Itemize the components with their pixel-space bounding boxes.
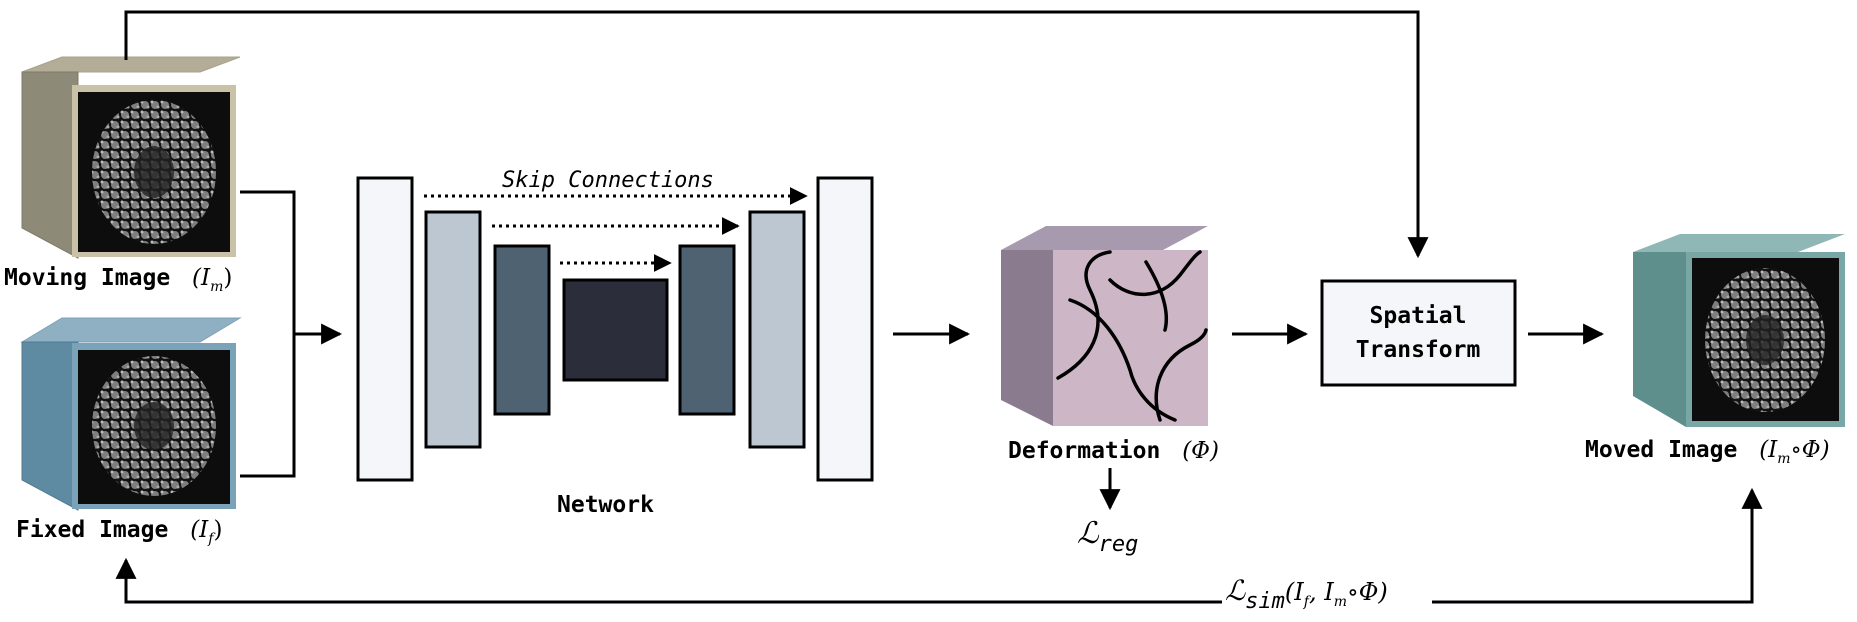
deformation-cube-top	[1001, 226, 1208, 250]
moved-image-symbol: (I	[1759, 437, 1778, 463]
sim-loss-args-mid: , I	[1309, 578, 1334, 606]
network-label: Network	[557, 492, 654, 518]
network-decoder-block-2	[748, 210, 806, 449]
network-encoder-block-1	[356, 176, 414, 482]
spatial-transform-rect	[1320, 279, 1517, 387]
input-bracket	[240, 190, 296, 478]
fixed-image-close: )	[213, 517, 222, 543]
spatial-transform-line1: Spatial	[1370, 303, 1467, 329]
fixed-cube-side	[21, 341, 79, 511]
network-decoder-block-3	[678, 244, 736, 416]
network: Skip Connections Network	[356, 168, 874, 518]
deformation-cube	[1001, 226, 1208, 426]
moving-image-symbol: (I	[192, 265, 211, 291]
moving-image-close: )	[223, 265, 232, 291]
moved-image-label: Moved Image (Im∘Φ)	[1585, 437, 1830, 467]
deformation-field-icon	[1056, 250, 1208, 422]
network-decoder-block-1	[816, 176, 874, 482]
similarity-loss-line-right	[1432, 487, 1763, 604]
sim-loss-args-open: (I	[1285, 578, 1304, 606]
moving-image-cube	[21, 56, 241, 259]
sim-loss-label: ℒsim(If, Im∘Φ)	[1225, 574, 1388, 614]
deformation-label: Deformation (Φ)	[1008, 438, 1219, 464]
deformation-cube-side	[1001, 250, 1053, 426]
moved-image-cube	[1633, 234, 1845, 427]
fixed-image-label: Fixed Image (If)	[16, 517, 222, 547]
fixed-image-text: Fixed Image	[16, 517, 168, 543]
reg-loss-symbol: ℒ	[1077, 516, 1100, 551]
moved-image-subscript: m	[1777, 451, 1790, 467]
moved-image-op: ∘Φ)	[1791, 437, 1830, 463]
reg-loss-label: ℒreg	[1077, 516, 1138, 557]
network-encoder-block-3	[493, 244, 551, 416]
fixed-cube-top	[20, 317, 242, 343]
similarity-loss-line-left	[115, 557, 1222, 604]
moving-image-label: Moving Image (Im)	[4, 265, 232, 295]
fixed-image-cube	[20, 317, 242, 511]
moving-image-text: Moving Image	[4, 265, 170, 291]
moving-to-transform-line	[124, 10, 1429, 259]
sim-loss-args-close: ∘Φ)	[1347, 578, 1388, 606]
network-bottleneck	[562, 278, 669, 382]
moved-cube-side	[1633, 252, 1686, 427]
fixed-image-subscript: f	[207, 531, 216, 547]
deformation-symbol: (Φ)	[1182, 438, 1219, 464]
spatial-transform-line2: Transform	[1356, 337, 1481, 363]
reg-loss-subscript: reg	[1099, 532, 1139, 557]
deformation-text: Deformation	[1008, 438, 1160, 464]
moving-cube-side	[21, 71, 79, 259]
spatial-transform-box: Spatial Transform	[1320, 279, 1517, 387]
moved-cube-top	[1633, 234, 1845, 252]
skip-connections-label: Skip Connections	[502, 168, 714, 193]
moved-brain-ventricle	[1746, 315, 1784, 365]
moving-cube-top	[21, 56, 241, 73]
sim-loss-args-f: f	[1303, 594, 1312, 610]
sim-loss-subscript: sim	[1245, 589, 1285, 614]
fixed-brain-ventricle	[134, 402, 174, 450]
sim-loss-args-m: m	[1334, 594, 1347, 610]
deformation-cube-front	[1053, 250, 1208, 426]
sim-loss-symbol: ℒ	[1225, 574, 1246, 607]
network-encoder-block-2	[424, 210, 482, 449]
fixed-image-symbol: (I	[190, 517, 209, 543]
moving-image-subscript: m	[210, 279, 223, 295]
moved-image-text: Moved Image	[1585, 437, 1737, 463]
moving-brain-ventricle	[134, 146, 174, 198]
